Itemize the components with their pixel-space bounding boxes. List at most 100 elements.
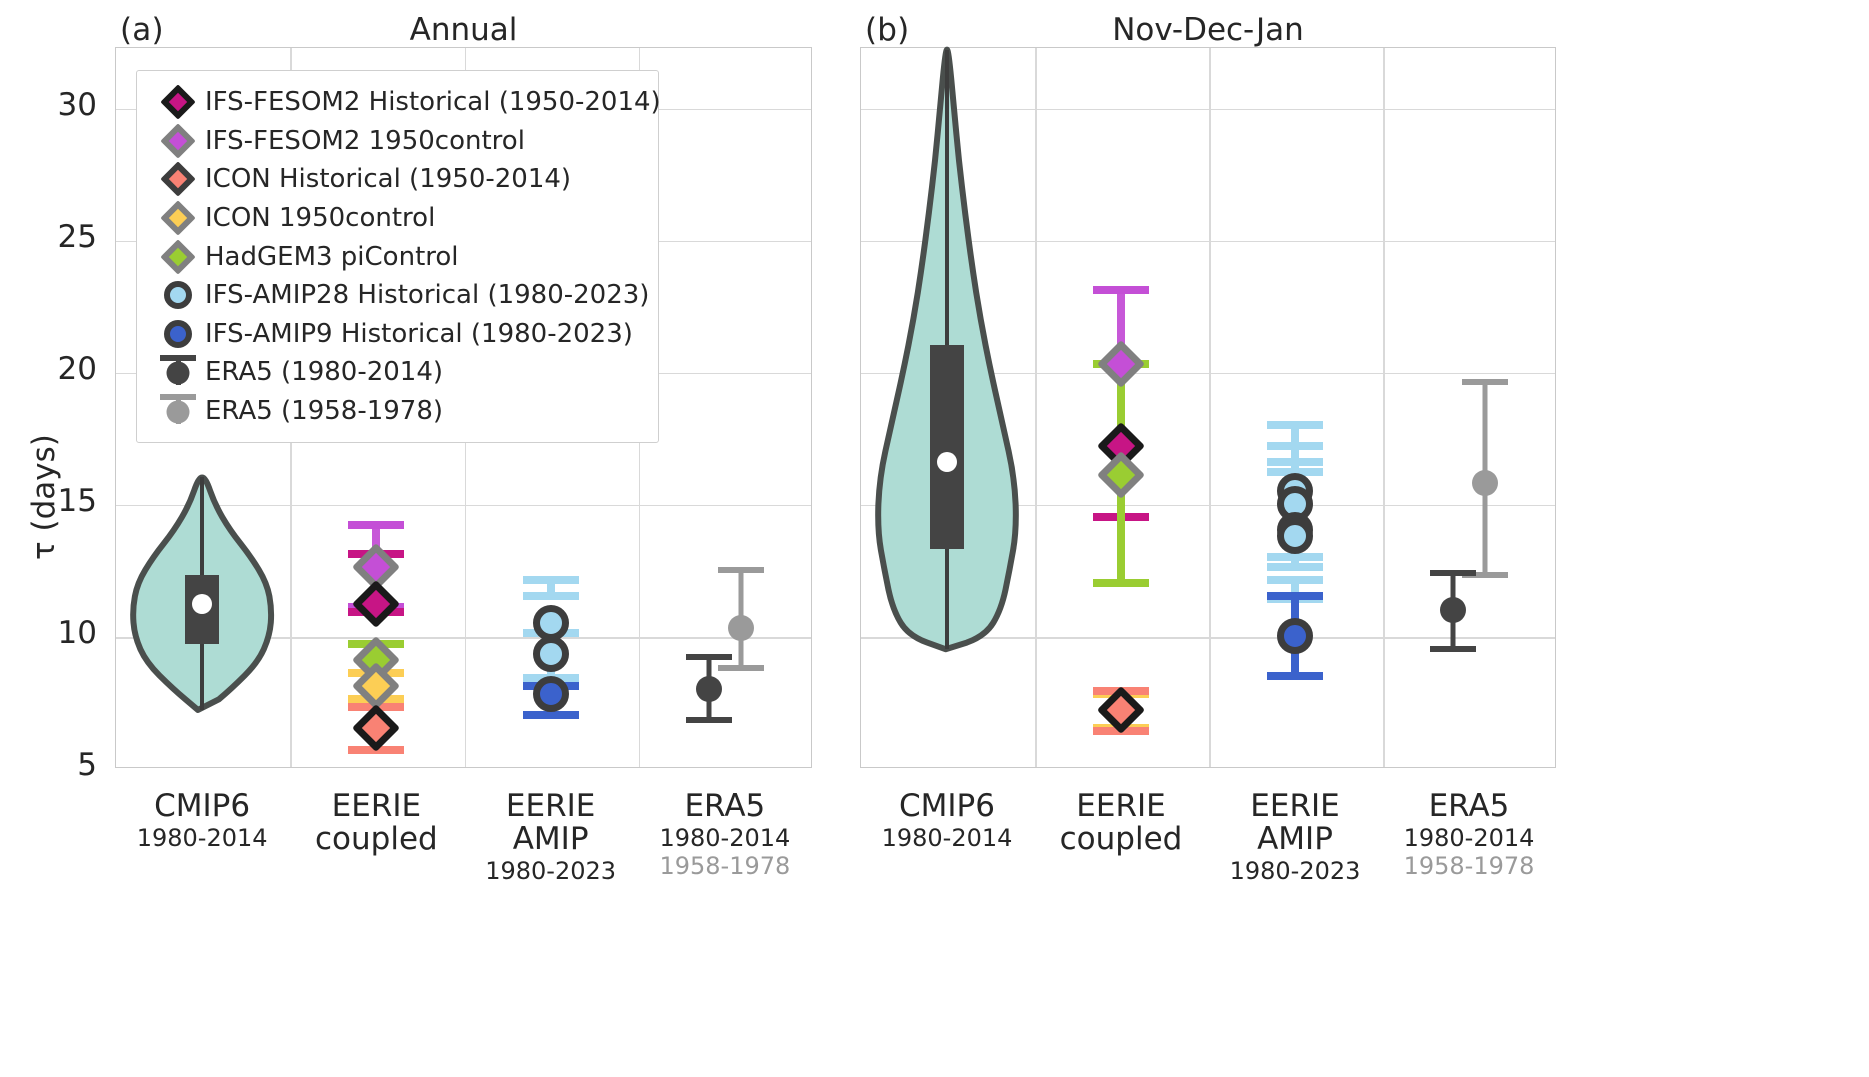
gridline-h-30	[861, 108, 1555, 111]
xtick-main: EERIE	[1076, 788, 1166, 824]
xtick-main: EERIE	[1250, 788, 1340, 824]
legend-label: IFS-AMIP9 Historical (1980-2023)	[205, 318, 633, 349]
era5-cap-1-0	[1430, 569, 1476, 576]
eerie-amip-errbar-2-0	[522, 711, 579, 720]
eerie-amip-errbar-4-0	[1267, 671, 1323, 680]
xtick-sub: AMIP	[512, 820, 589, 857]
ytick-label-20: 20	[57, 350, 97, 387]
circle-glyph	[164, 281, 192, 310]
legend-item-4[interactable]: HadGEM3 piControl	[151, 237, 642, 276]
y-axis-label: τ (days)	[26, 434, 62, 560]
violin-box-2	[930, 345, 964, 549]
eerie-amip-marker-1	[532, 636, 569, 673]
xtick-sub: coupled	[315, 820, 438, 857]
gridline-v-2	[1209, 48, 1211, 767]
legend-item-2[interactable]: ICON Historical (1950-2014)	[151, 160, 642, 199]
gridline-h-10	[116, 636, 811, 639]
legend-item-7[interactable]: ERA5 (1980-2014)	[151, 353, 642, 392]
xtick-sub: 1980-2014	[136, 823, 268, 852]
xtick-sub: coupled	[1059, 820, 1183, 857]
legend-item-5[interactable]: IFS-AMIP28 Historical (1980-2023)	[151, 276, 649, 315]
ytick-label-15: 15	[57, 482, 97, 519]
gridline-h-10	[861, 636, 1555, 639]
ytick-label-30: 30	[57, 86, 97, 123]
eerie-coupled-errbar-0-1	[348, 521, 405, 530]
errorbar-marker-icon	[151, 392, 205, 430]
eerie-amip-errbar-1-1	[1267, 441, 1323, 450]
legend-label: ICON Historical (1950-2014)	[205, 164, 572, 195]
era5-cap-1-1	[1430, 646, 1476, 653]
eerie-amip-stem-3	[1291, 580, 1299, 599]
xtick-sub: 1980-2014	[659, 823, 791, 852]
violin-median-2	[937, 451, 957, 472]
era5-marker-0	[727, 615, 754, 642]
xtick-main: EERIE	[331, 788, 422, 824]
xtick-main: CMIP6	[154, 788, 251, 824]
diamond-marker-icon	[151, 160, 205, 198]
legend-item-0[interactable]: IFS-FESOM2 Historical (1950-2014)	[151, 83, 661, 122]
center-dot	[166, 400, 190, 424]
legend-item-1[interactable]: IFS-FESOM2 1950control	[151, 122, 642, 161]
diamond-glyph	[160, 161, 196, 198]
errorbar-glyph	[158, 394, 198, 428]
eerie-amip-errbar-2-1	[1267, 468, 1323, 477]
panel-tag-2: (b)	[865, 12, 910, 48]
errorbar-glyph	[158, 355, 198, 389]
xtick-main: ERA5	[1428, 788, 1510, 824]
circle-glyph	[164, 319, 192, 348]
legend-item-6[interactable]: IFS-AMIP9 Historical (1980-2023)	[151, 315, 642, 354]
eerie-amip-errbar-0-1	[1267, 420, 1323, 429]
legend: IFS-FESOM2 Historical (1950-2014)IFS-FES…	[136, 70, 661, 444]
era5-cap-0-1	[1462, 572, 1508, 579]
eerie-amip-errbar-0-0	[522, 592, 579, 601]
diamond-glyph	[160, 84, 196, 120]
era5-marker-1	[1440, 596, 1466, 623]
ytick-label-5: 5	[77, 747, 97, 783]
violin-median-1	[192, 594, 213, 615]
era5-cap-0-0	[717, 566, 764, 573]
gridline-h-25	[861, 240, 1555, 243]
diamond-marker-icon	[151, 122, 205, 160]
diamond-glyph	[160, 123, 196, 159]
gridline-h-15	[116, 504, 811, 507]
eerie-amip-errbar-2-0	[1267, 563, 1323, 572]
xtick-main: EERIE	[505, 788, 596, 824]
circle-marker-icon	[151, 276, 205, 314]
legend-label: ICON 1950control	[205, 203, 436, 234]
era5-marker-1	[695, 675, 722, 702]
xtick-sub2: 1958-1978	[1403, 852, 1535, 881]
diamond-marker-icon	[151, 238, 205, 276]
eerie-amip-errbar-3-1	[1267, 576, 1323, 585]
ytick-label-10: 10	[57, 614, 97, 651]
eerie-amip-errbar-4-1	[1267, 592, 1323, 601]
gridline-h-20	[861, 372, 1555, 375]
xtick-sub2: 1980-2023	[485, 856, 617, 885]
xtick-main: CMIP6	[899, 788, 995, 824]
xtick-sub2: 1958-1978	[659, 852, 791, 881]
legend-item-8[interactable]: ERA5 (1958-1978)	[151, 392, 642, 431]
xtick-sub: AMIP	[1257, 820, 1333, 857]
xtick-main: ERA5	[684, 788, 766, 824]
eerie-amip-errbar-0-1	[522, 576, 579, 585]
legend-label: IFS-FESOM2 1950control	[205, 125, 525, 156]
era5-cap-0-0	[1462, 379, 1508, 386]
legend-label: HadGEM3 piControl	[205, 241, 459, 272]
era5-cap-0-1	[717, 664, 764, 671]
center-dot	[166, 361, 190, 385]
eerie-amip-marker-0	[532, 604, 569, 641]
legend-label: IFS-AMIP28 Historical (1980-2023)	[205, 280, 650, 311]
era5-cap-1-0	[685, 654, 732, 661]
errorbar-marker-icon	[151, 353, 205, 391]
eerie-amip-marker-4	[1277, 617, 1313, 654]
legend-item-3[interactable]: ICON 1950control	[151, 199, 642, 238]
eerie-coupled-errbar-0-1	[1093, 285, 1149, 294]
